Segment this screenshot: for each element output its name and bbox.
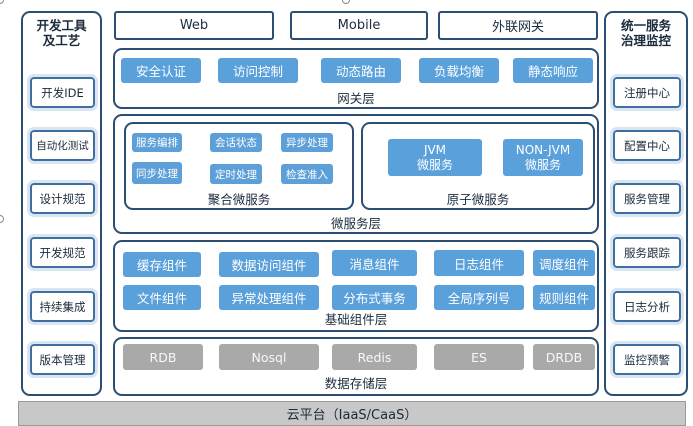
monitor-alert-item: 监控预警	[610, 341, 684, 378]
registry-item: 注册中心	[610, 74, 684, 111]
selection-handle[interactable]	[342, 0, 350, 4]
gateway-item: 负载均衡	[419, 58, 499, 83]
base-component-layer-label: 基础组件层	[324, 312, 388, 327]
base-component-item: 文件组件	[123, 285, 201, 310]
microservice-layer: 服务编排 会话状态 异步处理 同步处理 定时处理 检查准入 聚合微服务 JVM …	[113, 114, 599, 234]
client-mobile: Mobile	[290, 11, 428, 40]
gateway-layer-label: 网关层	[337, 91, 375, 106]
cloud-platform-bar: 云平台（IaaS/CaaS）	[18, 401, 686, 426]
atomic-microservice-box: JVM 微服务 NON-JVM 微服务 原子微服务	[361, 122, 595, 210]
base-component-item: 日志组件	[434, 250, 524, 276]
atomic-item: JVM 微服务	[388, 139, 482, 176]
dev-tools-title: 开发工具 及工艺	[36, 18, 87, 48]
gateway-item: 安全认证	[121, 58, 201, 83]
log-analysis-item: 日志分析	[610, 288, 684, 325]
aggregate-item: 服务编排	[132, 133, 182, 152]
storage-item: Redis	[332, 344, 417, 370]
version-mgmt-item: 版本管理	[27, 341, 98, 378]
aggregate-microservice-label: 聚合微服务	[207, 192, 271, 207]
config-center-item: 配置中心	[610, 127, 684, 164]
base-component-item: 规则组件	[533, 285, 595, 310]
gateway-item: 静态响应	[513, 58, 593, 83]
base-component-item: 分布式事务	[332, 285, 417, 310]
governance-panel: 统一服务 治理监控 注册中心 配置中心 服务管理 服务跟踪 日志分析 监控预警	[604, 11, 688, 396]
atomic-item: NON-JVM 微服务	[503, 139, 583, 176]
aggregate-item: 同步处理	[132, 162, 182, 184]
client-web: Web	[114, 11, 274, 40]
microservice-layer-label: 微服务层	[330, 216, 381, 231]
design-spec-item: 设计规范	[27, 180, 98, 217]
storage-item: Nosql	[219, 344, 319, 370]
data-storage-layer: RDB Nosql Redis ES DRDB 数据存储层	[113, 337, 599, 396]
dev-ide-item: 开发IDE	[27, 74, 98, 111]
aggregate-item: 定时处理	[210, 164, 262, 184]
base-component-item: 异常处理组件	[219, 285, 319, 310]
storage-item: RDB	[123, 344, 203, 370]
base-component-item: 消息组件	[332, 250, 417, 276]
ci-item: 持续集成	[27, 288, 98, 325]
storage-item: DRDB	[533, 344, 595, 370]
base-component-item: 调度组件	[533, 250, 595, 276]
auto-test-item: 自动化测试	[27, 127, 98, 164]
service-mgmt-item: 服务管理	[610, 180, 684, 217]
base-component-item: 全局序列号	[434, 285, 524, 310]
aggregate-item: 异步处理	[281, 133, 333, 152]
selection-handle[interactable]	[0, 215, 4, 223]
data-storage-layer-label: 数据存储层	[324, 376, 388, 391]
selection-handle[interactable]	[0, 0, 4, 4]
client-external-gateway: 外联网关	[438, 11, 598, 40]
base-component-item: 缓存组件	[123, 252, 201, 277]
aggregate-microservice-box: 服务编排 会话状态 异步处理 同步处理 定时处理 检查准入 聚合微服务	[124, 122, 354, 210]
governance-title: 统一服务 治理监控	[620, 18, 671, 48]
dev-spec-item: 开发规范	[27, 234, 98, 271]
gateway-layer: 安全认证 访问控制 动态路由 负载均衡 静态响应 网关层	[113, 48, 599, 109]
aggregate-item: 检查准入	[281, 164, 333, 184]
storage-item: ES	[434, 344, 524, 370]
atomic-microservice-label: 原子微服务	[446, 192, 510, 207]
service-trace-item: 服务跟踪	[610, 234, 684, 271]
gateway-item: 访问控制	[218, 58, 298, 83]
gateway-item: 动态路由	[321, 58, 401, 83]
dev-tools-panel: 开发工具 及工艺 开发IDE 自动化测试 设计规范 开发规范 持续集成 版本管理	[21, 11, 102, 396]
aggregate-item: 会话状态	[210, 133, 262, 152]
base-component-layer: 缓存组件 数据访问组件 消息组件 日志组件 调度组件 文件组件 异常处理组件 分…	[113, 240, 599, 332]
base-component-item: 数据访问组件	[219, 252, 319, 277]
